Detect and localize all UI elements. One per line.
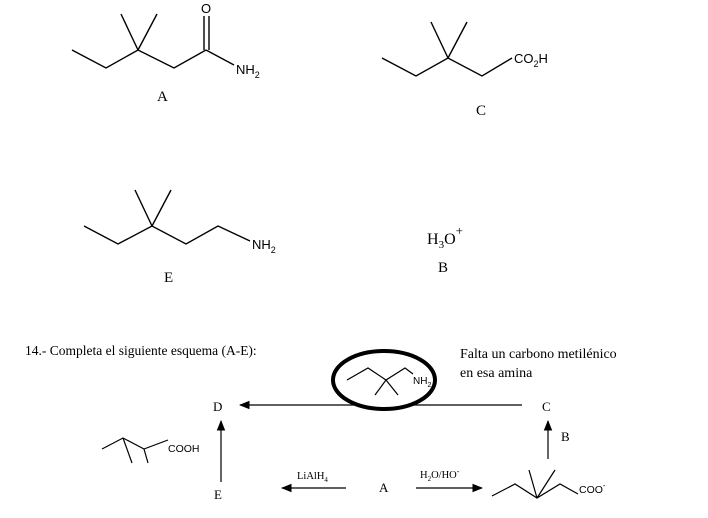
carboxylate-structure: COO- <box>491 469 606 499</box>
cooh-structure: COOH <box>101 437 200 464</box>
scheme-label-a: A <box>379 480 389 495</box>
scheme-label-d: D <box>213 399 222 414</box>
structure-a-methyl-1 <box>120 13 139 51</box>
structure-c-methyl-1 <box>430 21 449 59</box>
reagent-h2o-ho: H2O/HO- <box>420 467 460 483</box>
annotation-line-1: Falta un carbono metilénico <box>460 347 617 362</box>
structure-a-oxygen: O <box>201 1 211 16</box>
circled-amine-methyl-2 <box>385 379 399 396</box>
structure-a-skeleton <box>71 49 207 69</box>
scheme-label-e: E <box>214 487 222 502</box>
structure-e-methyl-2 <box>151 189 172 227</box>
annotation-line-2: en esa amina <box>460 366 533 381</box>
carboxylate-methyl-2 <box>536 469 556 499</box>
structure-e-skeleton <box>83 225 251 245</box>
structure-a-methyl-2 <box>137 13 158 51</box>
structure-c-acid-group: CO2H <box>514 51 548 69</box>
scheme-label-c: C <box>542 399 551 414</box>
structure-b-formula: H3O+ <box>427 223 463 251</box>
circled-amine: NH2 <box>331 349 437 411</box>
cooh-label: COOH <box>168 443 200 455</box>
structure-a-amide-group: NH2 <box>236 62 260 80</box>
cooh-methyl-1 <box>122 437 133 464</box>
circled-amine-methyl-1 <box>374 379 387 396</box>
structure-e-label: E <box>164 270 173 286</box>
circled-amine-group: NH2 <box>413 376 431 389</box>
structure-c: CO2H C <box>381 21 548 119</box>
scheme-label-b: B <box>561 429 570 444</box>
structure-a-n-bond <box>205 49 235 66</box>
structure-e: NH2 E <box>83 189 276 286</box>
cooh-methyl-2 <box>143 448 149 464</box>
structure-c-skeleton <box>381 57 513 77</box>
carboxylate-methyl-1 <box>528 469 538 499</box>
structure-a-label: A <box>157 89 168 105</box>
structure-e-amine-group: NH2 <box>252 237 276 255</box>
question-title: 14.- Completa el siguiente esquema (A-E)… <box>25 343 257 358</box>
structure-b-label: B <box>438 260 448 276</box>
structure-c-label: C <box>476 103 486 119</box>
carboxylate-label: COO- <box>579 481 606 496</box>
highlight-circle <box>331 349 437 411</box>
reagent-lialh4: LiAlH4 <box>297 471 328 484</box>
structure-b: H3O+ B <box>427 223 463 276</box>
structure-c-methyl-2 <box>447 21 468 59</box>
cooh-skeleton <box>101 437 169 450</box>
structure-e-methyl-1 <box>134 189 153 227</box>
structure-a: O NH2 A <box>71 1 260 105</box>
